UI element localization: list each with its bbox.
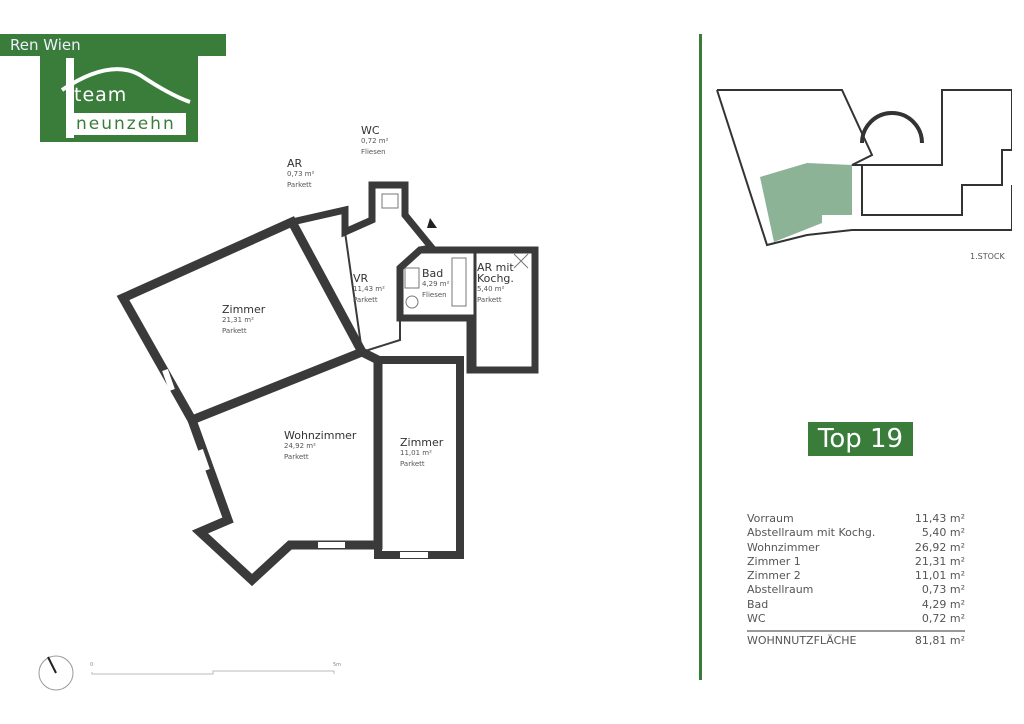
wall-vr-inner (344, 231, 401, 354)
area-label: Wohnzimmer (747, 540, 820, 554)
wall-bad-ar (396, 246, 539, 374)
area-value: 11,01 m² (914, 569, 965, 583)
logo-neunzehn-text: neunzehn (70, 113, 186, 135)
area-label: Bad (747, 597, 769, 611)
area-table: Vorraum 11,43 m² Abstellraum mit Kochg. 5,… (747, 512, 965, 649)
area-total-row: WOHNNUTZFLÄCHE 81,81 m² (747, 630, 965, 648)
floor-label: 1.STOCK (970, 252, 1005, 261)
unit-title: Top 19 (808, 422, 913, 456)
sink-icon (404, 267, 420, 289)
stove-icon (513, 253, 529, 269)
area-row: Wohnzimmer 26,92 m² (747, 541, 965, 555)
area-value: 5,40 m² (921, 526, 965, 540)
area-row: WC 0,72 m² (747, 612, 965, 626)
area-row: Abstellraum 0,73 m² (747, 583, 965, 597)
area-label: Zimmer 1 (747, 554, 801, 568)
area-row: Abstellraum mit Kochg. 5,40 m² (747, 526, 965, 540)
area-row: Bad 4,29 m² (747, 598, 965, 612)
logo-bar (66, 58, 74, 138)
logo-curve-icon (60, 67, 191, 104)
entrance-triangle-icon (427, 218, 437, 228)
area-label: Abstellraum (747, 583, 814, 597)
area-label: Vorraum (747, 512, 794, 525)
scale-start: 0 (90, 662, 94, 668)
logo-team-text: team (74, 84, 128, 106)
scale-end: 5m (333, 662, 342, 668)
floor-plan (38, 181, 539, 691)
area-row: Vorraum 11,43 m² (747, 512, 965, 526)
team-neunzehn-logo: team neunzehn (40, 50, 198, 142)
wall-zimmer2 (374, 356, 464, 559)
total-label: WOHNNUTZFLÄCHE (747, 634, 857, 648)
area-row: Zimmer 2 11,01 m² (747, 569, 965, 583)
north-arrow-icon (38, 655, 74, 691)
area-value: 0,72 m² (921, 612, 965, 626)
area-label: Zimmer 2 (747, 569, 801, 583)
total-value: 81,81 m² (914, 634, 965, 648)
area-value: 26,92 m² (914, 540, 965, 554)
washer-icon (405, 295, 419, 309)
area-label: WC (747, 612, 766, 626)
scale-bar (91, 670, 335, 675)
key-plan (716, 89, 1012, 247)
divider (699, 34, 702, 680)
toilet-icon (381, 193, 399, 209)
area-value: 4,29 m² (921, 597, 965, 611)
area-row: Zimmer 1 21,31 m² (747, 555, 965, 569)
bathtub-icon (451, 257, 467, 307)
wall-vr (291, 181, 439, 254)
area-value: 11,43 m² (914, 512, 965, 525)
area-value: 0,73 m² (921, 583, 965, 597)
area-value: 21,31 m² (914, 554, 965, 568)
unit-highlight (760, 163, 852, 242)
area-label: Abstellraum mit Kochg. (747, 526, 876, 540)
